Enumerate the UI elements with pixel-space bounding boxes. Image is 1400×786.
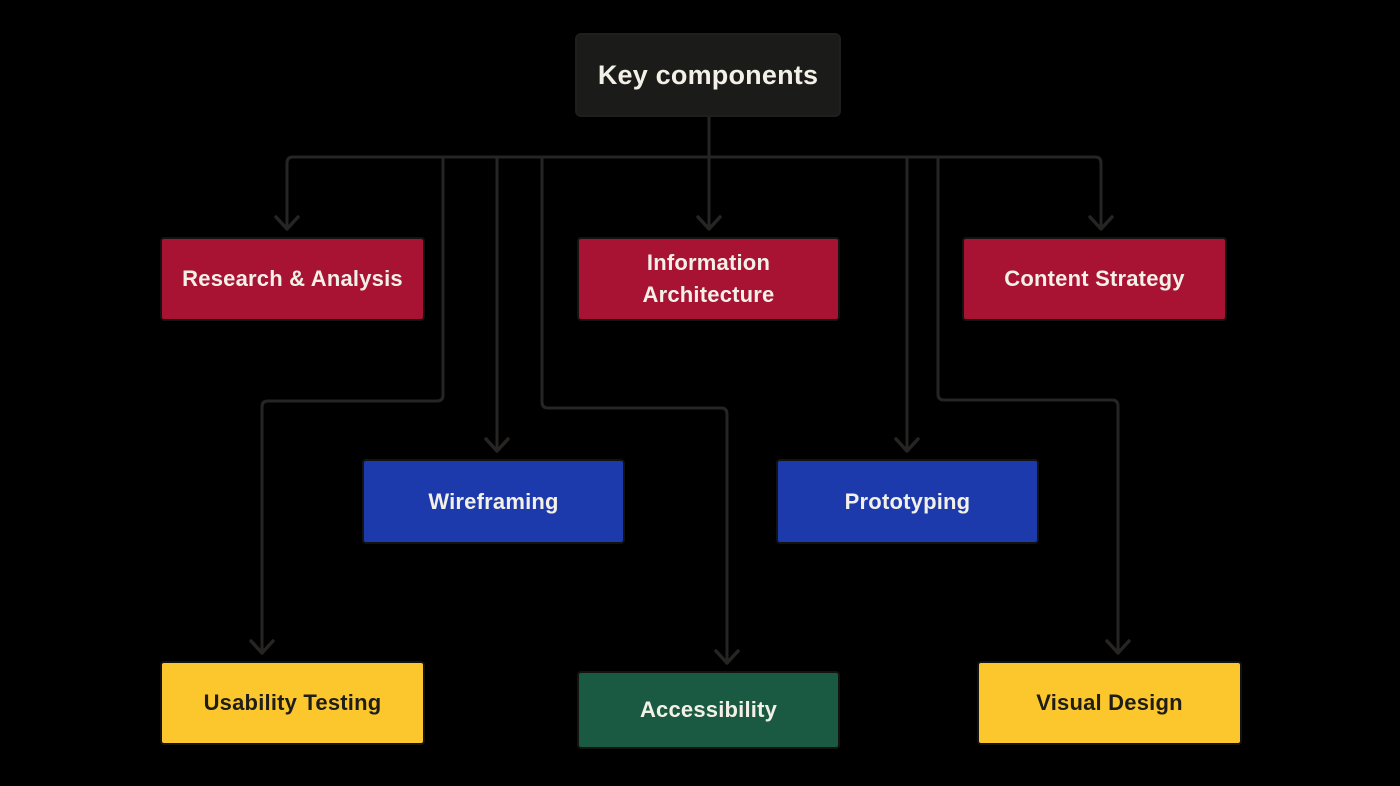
node-key-components: Key components: [575, 33, 841, 117]
node-accessibility: Accessibility: [577, 671, 840, 749]
node-wireframing-label: Wireframing: [428, 488, 559, 514]
node-usability-testing-label: Usability Testing: [203, 690, 382, 715]
node-information-architecture-label: Information Architecture: [642, 250, 775, 307]
node-key-components-label: Key components: [597, 59, 819, 90]
edge-key-to-accessibility: [540, 155, 740, 665]
edge-key-to-visual-design: [936, 155, 1131, 655]
node-visual-design-label: Visual Design: [1036, 690, 1183, 715]
node-prototyping-label: Prototyping: [844, 488, 971, 514]
node-content-strategy: Content Strategy: [962, 237, 1227, 321]
node-content-strategy-label: Content Strategy: [1004, 266, 1185, 291]
node-accessibility-label: Accessibility: [639, 697, 778, 722]
node-usability-testing: Usability Testing: [160, 661, 425, 745]
node-research-analysis-label: Research & Analysis: [182, 266, 403, 291]
node-visual-design: Visual Design: [977, 661, 1242, 745]
node-wireframing: Wireframing: [362, 459, 625, 544]
node-research-analysis: Research & Analysis: [160, 237, 425, 321]
edge-key-to-research-analysis: [274, 155, 711, 231]
edge-key-to-content-strategy: [707, 155, 1114, 231]
node-information-architecture: Information Architecture: [577, 237, 840, 321]
edge-key-to-usability-testing: [249, 155, 445, 655]
node-prototyping: Prototyping: [776, 459, 1039, 544]
